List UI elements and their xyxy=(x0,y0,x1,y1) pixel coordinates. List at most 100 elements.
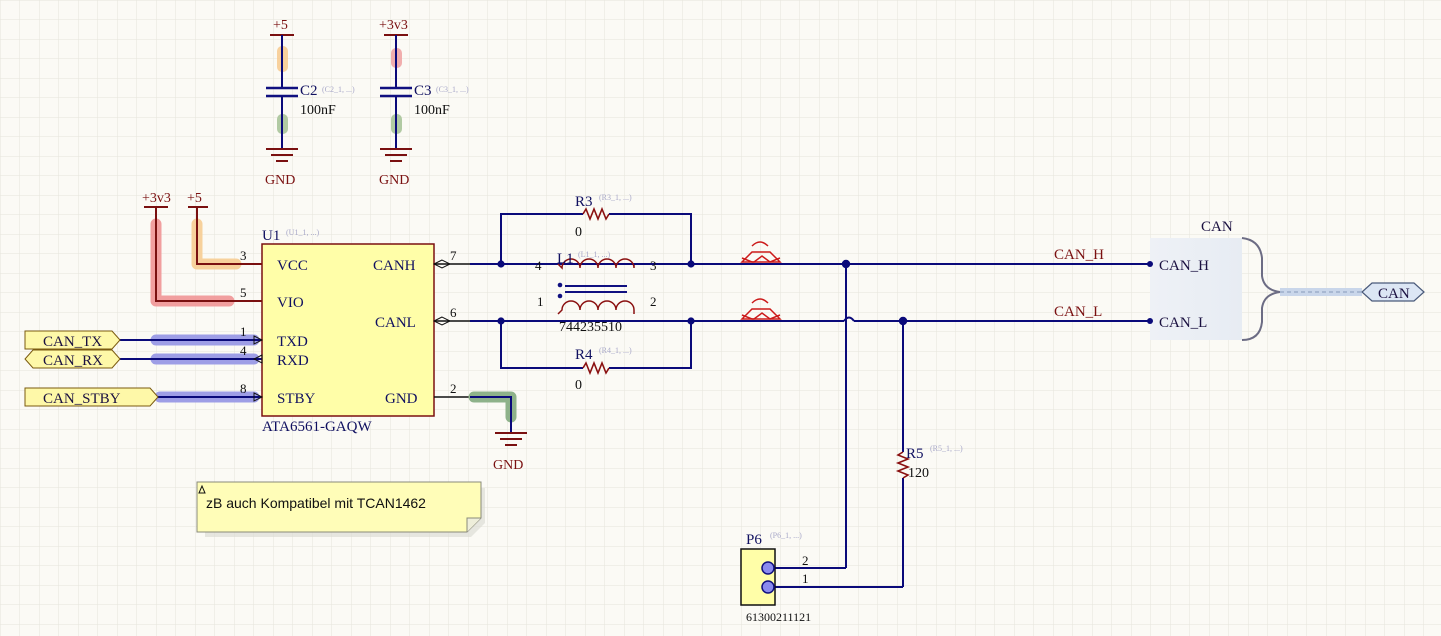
port-shape-can-stby xyxy=(24,387,159,407)
pin-name-rxd: RXD xyxy=(277,353,309,369)
note-fold xyxy=(466,517,481,532)
pin-name-stby: STBY xyxy=(277,391,316,407)
harness-entry-dot-h xyxy=(1147,261,1153,267)
wire-vcc xyxy=(196,207,262,265)
pin-num-rxd: 4 xyxy=(240,343,247,358)
r5-zigzag xyxy=(895,451,911,479)
uid-c2: (C2_1, ...) xyxy=(322,85,355,94)
port-shape-can xyxy=(1361,282,1425,302)
r4-zigzag xyxy=(582,360,610,376)
value-u1: ATA6561-GAQW xyxy=(262,419,372,435)
l1-pin4: 4 xyxy=(535,258,542,273)
ground-symbol-c3 xyxy=(380,148,412,162)
port-label-can: CAN xyxy=(1378,286,1410,302)
ground-symbol-u1 xyxy=(495,432,527,446)
gnd-label-c3: GND xyxy=(379,173,409,188)
power-label-c3: +3v3 xyxy=(379,18,408,33)
harness-title: CAN xyxy=(1201,219,1233,235)
port-can-stby[interactable]: CAN_STBY xyxy=(24,387,262,407)
harness-connector-body xyxy=(1150,238,1242,340)
r3-zigzag xyxy=(582,206,610,222)
designator-c2: C2 xyxy=(300,83,318,99)
inductor-l1[interactable]: L1 (L1_1, ...) 4 3 1 2 744235510 xyxy=(501,250,691,335)
pin-name-txd: TXD xyxy=(277,334,308,350)
wire-r4-right xyxy=(609,321,692,369)
note-text: zB auch Kompatibel mit TCAN1462 xyxy=(206,495,426,511)
net-label-can-l: CAN_L xyxy=(1054,304,1102,320)
value-l1: 744235510 xyxy=(559,320,622,335)
p6-body xyxy=(740,548,776,606)
designator-c3: C3 xyxy=(414,83,432,99)
uid-u1: (U1_1, ...) xyxy=(286,228,319,237)
pin-name-canh: CANH xyxy=(373,258,416,274)
pin-num-stby: 8 xyxy=(240,381,247,396)
note-collapse-icon[interactable] xyxy=(198,484,206,494)
port-label-can-tx: CAN_TX xyxy=(43,334,102,350)
uid-r4: (R4_1, ...) xyxy=(599,346,632,355)
resistor-r5[interactable]: R5 (R5_1, ...) 120 xyxy=(895,444,963,481)
port-label-can-stby: CAN_STBY xyxy=(43,391,121,407)
u1-gnd-net[interactable]: GND xyxy=(468,391,527,473)
connector-p6[interactable]: P6 (P6_1, ...) 2 1 61300211121 xyxy=(740,531,811,624)
designator-p6: P6 xyxy=(746,532,762,548)
wire-r3-left xyxy=(500,213,583,264)
power-label-u1-5v: +5 xyxy=(187,191,202,206)
l1-dot-top xyxy=(557,282,563,288)
port-can-tx[interactable]: CAN_TX xyxy=(24,330,262,350)
diff-pair-icon-h xyxy=(740,241,782,263)
power-label-c2: +5 xyxy=(273,18,288,33)
capacitor-c3[interactable]: +3v3 C3 (C3_1, ...) 100nF GND xyxy=(379,18,469,188)
value-c3: 100nF xyxy=(414,103,450,118)
p6-pin1-label: 1 xyxy=(802,571,809,586)
designator-u1: U1 xyxy=(262,228,280,244)
uid-r3: (R3_1, ...) xyxy=(599,193,632,202)
designator-r5: R5 xyxy=(906,446,924,462)
pin-num-canh: 7 xyxy=(450,248,457,263)
harness-entry-can-h: CAN_H xyxy=(1159,258,1209,274)
value-r4: 0 xyxy=(575,378,582,393)
l1-pin2: 2 xyxy=(650,294,657,309)
wire-vio xyxy=(155,207,262,302)
capacitor-c2[interactable]: +5 C2 (C2_1, ...) 100nF GND xyxy=(265,18,355,188)
l1-coil-top xyxy=(557,258,635,270)
signal-harness-can[interactable]: CAN CAN_H CAN_L CAN xyxy=(1147,219,1425,341)
power-label-u1-3v3: +3v3 xyxy=(142,191,171,206)
designator-r3: R3 xyxy=(575,194,593,210)
pin-name-canl: CANL xyxy=(375,315,416,331)
port-can-rx[interactable]: CAN_RX xyxy=(24,349,262,369)
pin-num-canl: 6 xyxy=(450,305,457,320)
net-label-can-h: CAN_H xyxy=(1054,247,1104,263)
u1-power-nets[interactable]: +3v3 +5 xyxy=(142,191,262,307)
uid-r5: (R5_1, ...) xyxy=(930,444,963,453)
port-shape-can-tx xyxy=(24,330,121,350)
uid-p6: (P6_1, ...) xyxy=(770,531,802,540)
l1-pin1: 1 xyxy=(537,294,544,309)
note-box[interactable]: zB auch Kompatibel mit TCAN1462 xyxy=(196,481,485,537)
value-c2: 100nF xyxy=(300,103,336,118)
pin-num-gnd: 2 xyxy=(450,381,457,396)
gnd-label-c2: GND xyxy=(265,173,295,188)
pin-num-vcc: 3 xyxy=(240,248,247,263)
pin-arrow-stby xyxy=(253,392,264,402)
uid-c3: (C3_1, ...) xyxy=(436,85,469,94)
pin-arrow-canh xyxy=(432,259,452,269)
ic-u1[interactable]: U1 (U1_1, ...) ATA6561-GAQW 3 VCC 5 VIO … xyxy=(240,228,470,435)
pin-arrow-txd xyxy=(253,335,264,345)
wire-r3-right xyxy=(609,213,692,264)
uid-l1: (L1_1, ...) xyxy=(578,250,611,259)
l1-coil-bottom xyxy=(557,300,635,315)
resistor-r4[interactable]: R4 (R4_1, ...) 0 xyxy=(575,346,632,393)
p6-pin2-label: 2 xyxy=(802,553,809,568)
pin-num-vio: 5 xyxy=(240,285,247,300)
harness-entry-dot-l xyxy=(1147,318,1153,324)
wire-crossover xyxy=(843,316,855,322)
p6-pin1-pad xyxy=(761,580,775,594)
harness-entry-can-l: CAN_L xyxy=(1159,315,1207,331)
value-r5: 120 xyxy=(908,466,929,481)
resistor-r3[interactable]: R3 (R3_1, ...) 0 xyxy=(575,193,632,240)
designator-l1: L1 xyxy=(557,251,574,267)
pin-arrow-canl xyxy=(432,316,452,326)
pin-name-vcc: VCC xyxy=(277,258,308,274)
gnd-label-u1: GND xyxy=(493,458,523,473)
